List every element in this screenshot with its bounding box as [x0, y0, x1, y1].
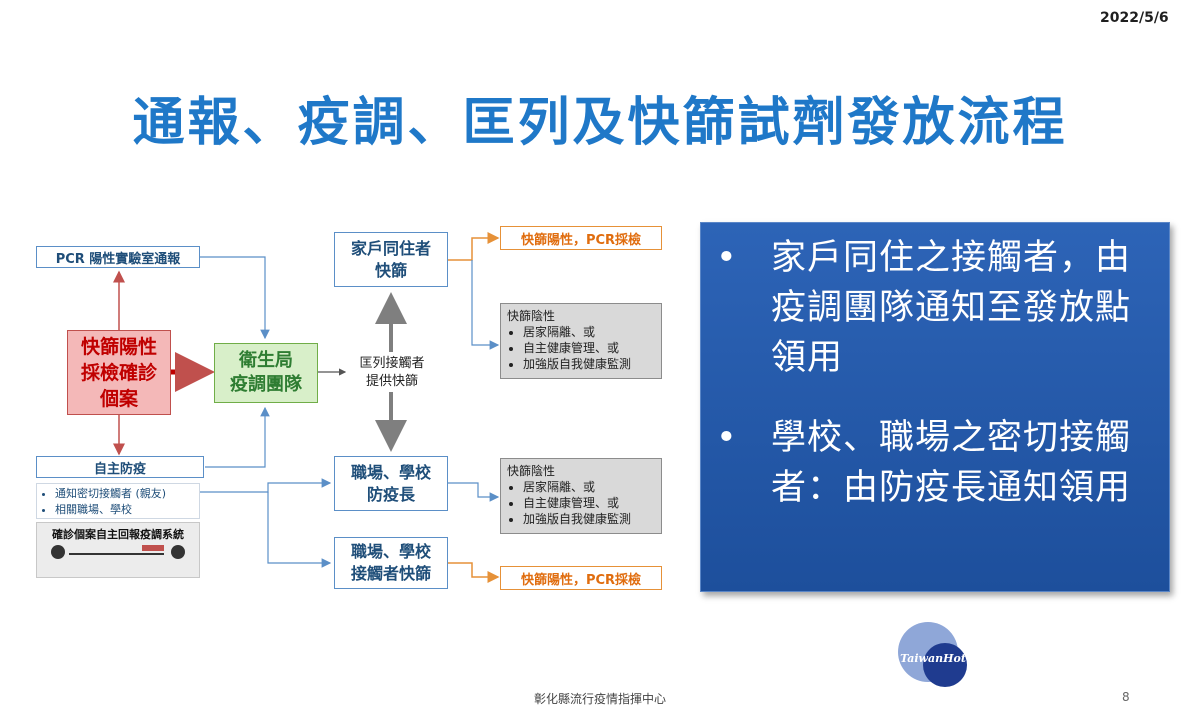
slide-title: 通報、疫調、匡列及快篩試劑發放流程 [132, 93, 1068, 153]
notes-item: 通知密切接觸者 (親友) [55, 486, 195, 502]
negative-item: 居家隔離、或 [523, 479, 655, 495]
workplace-line-2: 防疫長 [366, 484, 415, 504]
negative-item: 自主健康管理、或 [523, 340, 655, 356]
negative-title: 快篩陰性 [507, 464, 556, 478]
health-bureau-team-box: 衛生局 疫調團隊 [214, 343, 318, 403]
flow-connectors [113, 232, 500, 583]
team-line-1: 衛生局 [239, 350, 293, 371]
negative-title: 快篩陰性 [507, 309, 556, 323]
system-title: 確診個案自主回報疫調系統 [52, 528, 184, 541]
household-box: 家戶同住者 快篩 [334, 232, 448, 287]
team-line-2: 疫調團隊 [230, 374, 302, 395]
panel-item-text: 家戶同住之接觸者，由疫調團隊通知至發放點領用 [771, 238, 1132, 378]
taiwanhot-logo: TaiwanHot [898, 622, 967, 687]
pcr-report-box: PCR 陽性實驗室通報 [36, 246, 200, 268]
footer-org: 彰化縣流行疫情指揮中心 [533, 692, 666, 706]
negative-item: 加強版自我健康監測 [523, 356, 655, 372]
self-prevention-box: 自主防疫 [36, 456, 204, 478]
divider-line [69, 553, 164, 555]
slide-date: 2022/5/6 [1100, 10, 1169, 26]
logo-text: TaiwanHot [900, 652, 966, 665]
page-number: 8 [1122, 690, 1130, 704]
panel-item-text: 學校、職場之密切接觸者：由防疫長通知領用 [771, 418, 1132, 508]
household-line-1: 家戶同住者 [350, 238, 431, 258]
workplace-contacts-box: 職場、學校 接觸者快篩 [334, 537, 448, 589]
self-report-system-image: 確診個案自主回報疫調系統 [36, 522, 200, 578]
panel-item: • 家戶同住之接觸者，由疫調團隊通知至發放點領用 [716, 233, 1151, 383]
red-flag-icon [142, 545, 164, 551]
contact-tracing-label: 匡列接觸者 提供快篩 [346, 355, 438, 391]
person-icon [51, 545, 65, 559]
workplace-officer-box: 職場、學校 防疫長 [334, 456, 448, 511]
contacts-line-2: 接觸者快篩 [350, 564, 431, 583]
household-line-2: 快篩 [374, 260, 407, 280]
contacts-line-1: 職場、學校 [350, 542, 431, 561]
notes-box: 通知密切接觸者 (親友) 相關職場、學校 [36, 483, 200, 519]
middle-line-1: 匡列接觸者 [359, 356, 425, 371]
person-icon [171, 545, 185, 559]
positive-pcr-box-bottom: 快篩陽性，PCR採檢 [500, 566, 662, 590]
case-line-3: 個案 [99, 387, 138, 410]
distribution-info-panel: • 家戶同住之接觸者，由疫調團隊通知至發放點領用 • 學校、職場之密切接觸者：由防疫… [700, 222, 1170, 592]
negative-item: 自主健康管理、或 [523, 495, 655, 511]
negative-item: 居家隔離、或 [523, 324, 655, 340]
confirmed-case-box: 快篩陽性 採檢確診 個案 [67, 330, 171, 415]
panel-item: • 學校、職場之密切接觸者：由防疫長通知領用 [716, 413, 1151, 513]
positive-pcr-box-top: 快篩陽性，PCR採檢 [500, 226, 662, 250]
negative-item: 加強版自我健康監測 [523, 511, 655, 527]
workplace-line-1: 職場、學校 [350, 462, 431, 482]
case-line-2: 採檢確診 [80, 361, 157, 384]
middle-line-2: 提供快篩 [365, 374, 418, 389]
bullet-icon: • [716, 238, 738, 278]
negative-box-bottom: 快篩陰性 居家隔離、或 自主健康管理、或 加強版自我健康監測 [500, 458, 662, 534]
bullet-icon: • [716, 418, 738, 458]
case-line-1: 快篩陽性 [80, 335, 157, 358]
negative-box-top: 快篩陰性 居家隔離、或 自主健康管理、或 加強版自我健康監測 [500, 303, 662, 379]
notes-item: 相關職場、學校 [55, 502, 195, 518]
